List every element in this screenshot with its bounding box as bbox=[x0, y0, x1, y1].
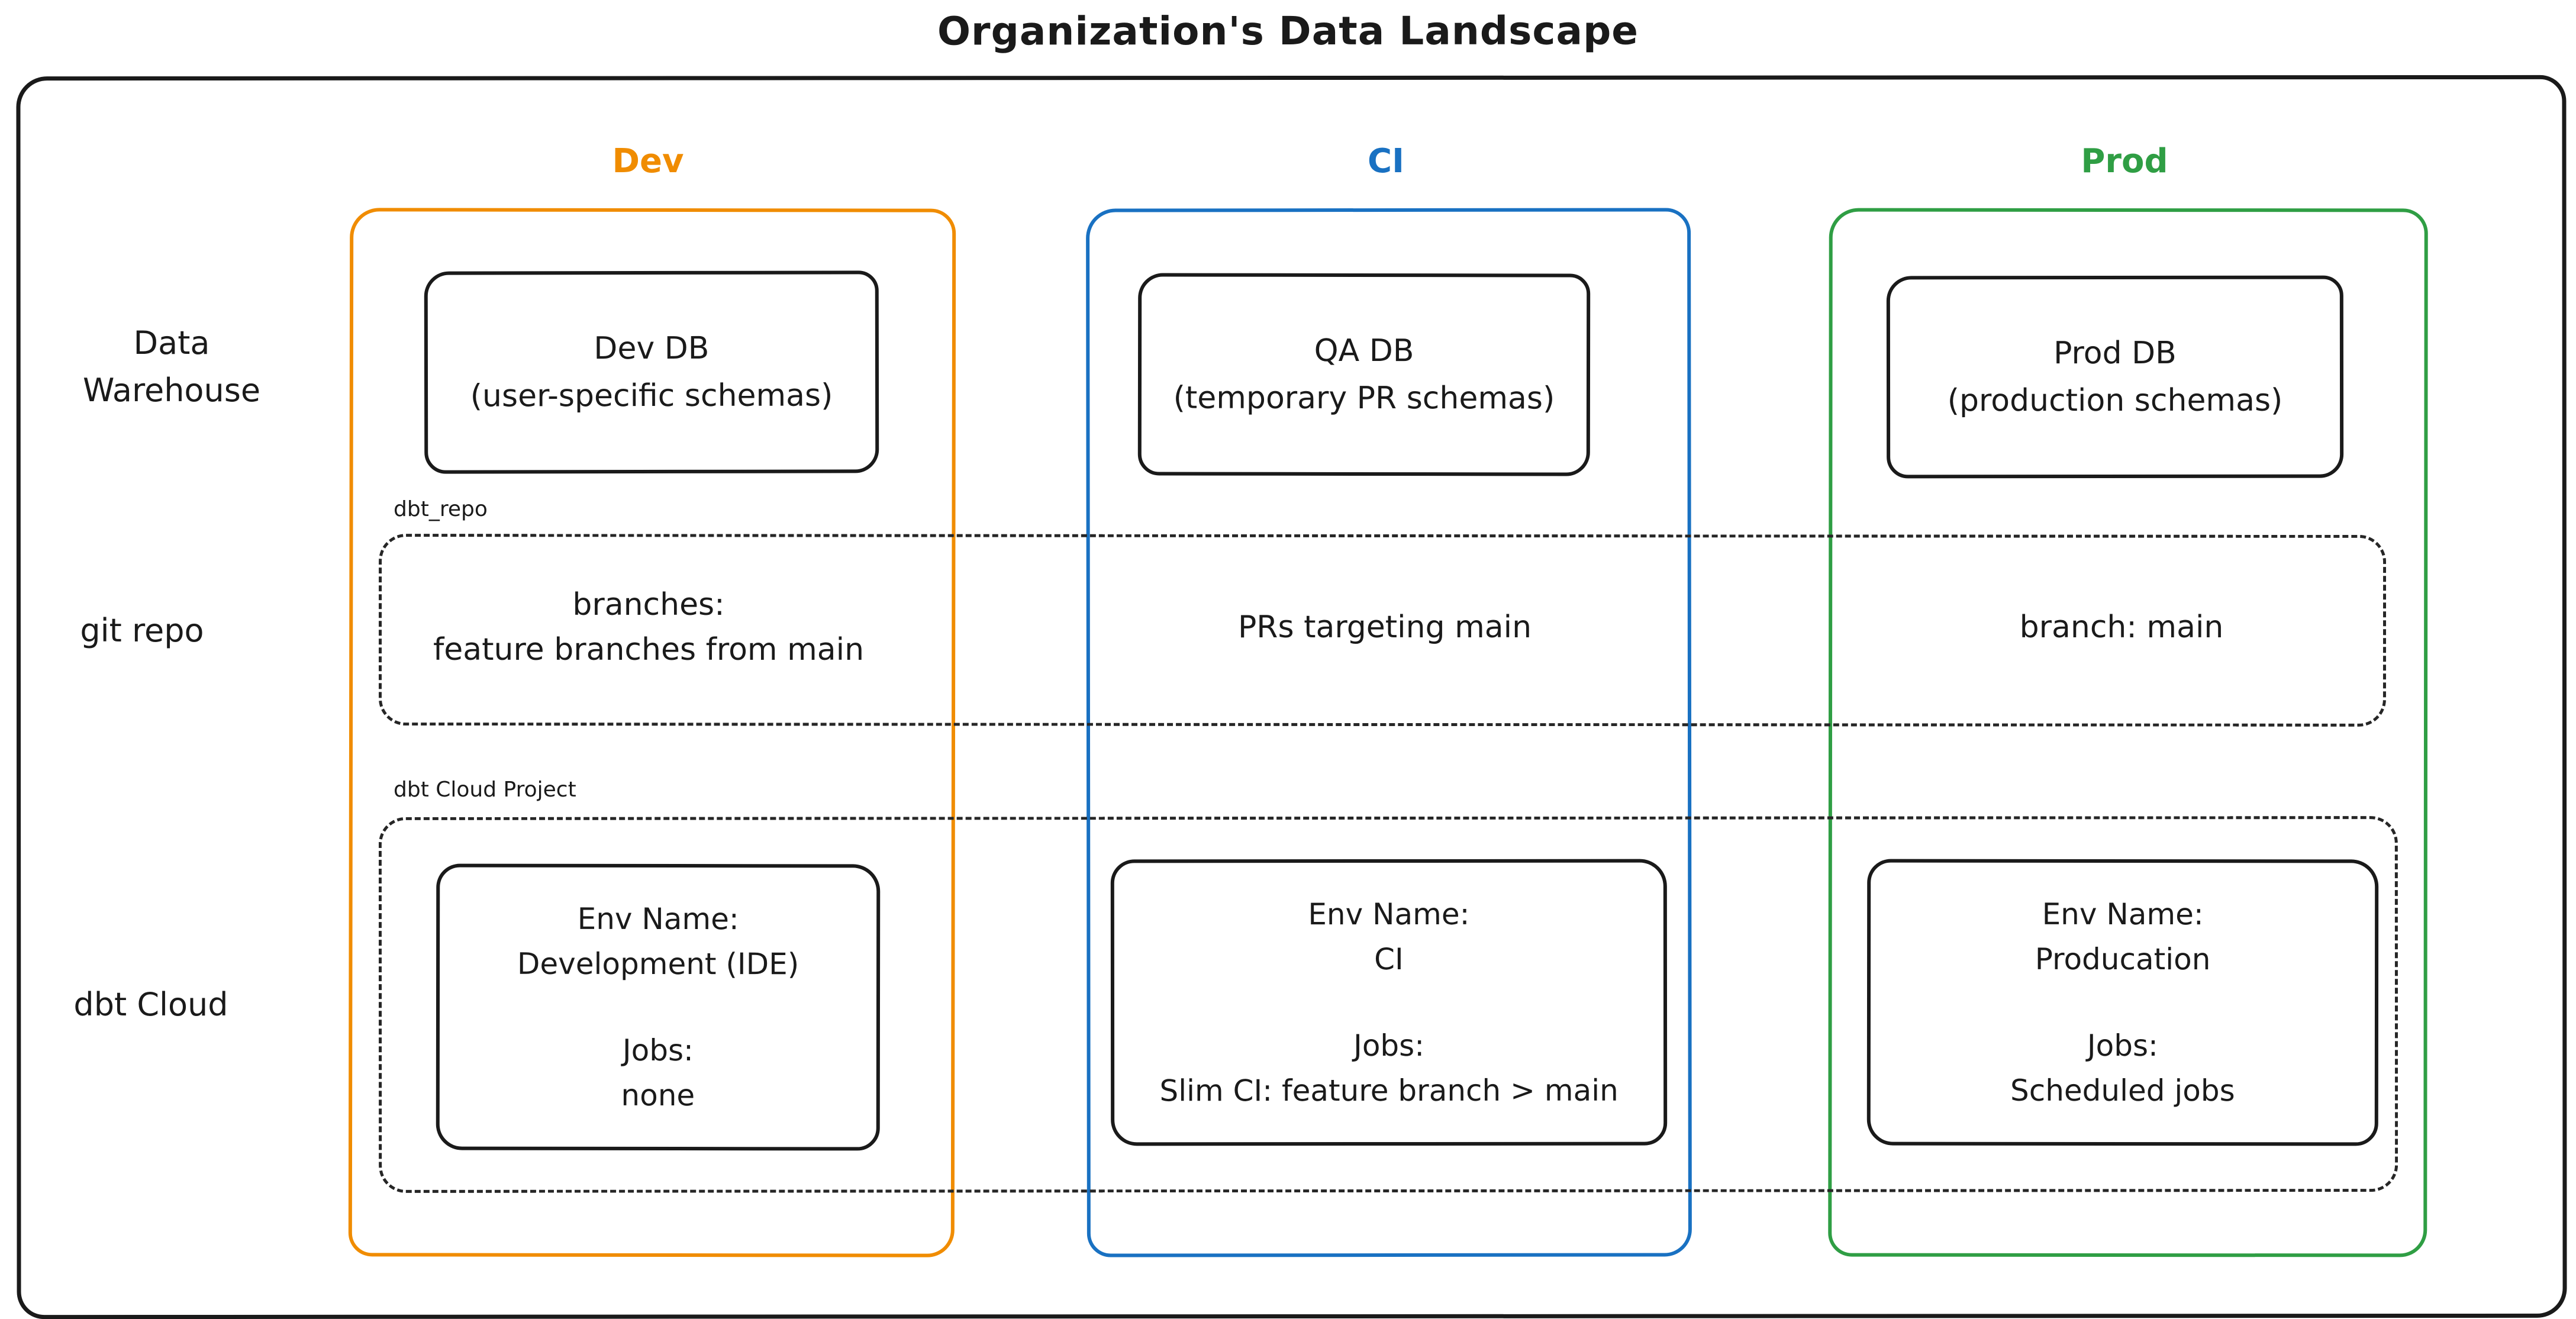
ci-jobs-label: Jobs: bbox=[1353, 1023, 1424, 1068]
git-cell-dev-line2: feature branches from main bbox=[433, 627, 864, 672]
diagram-title: Organization's Data Landscape bbox=[0, 7, 2576, 55]
ci-env-name-label: Env Name: bbox=[1308, 892, 1469, 937]
dev-jobs-value: none bbox=[621, 1073, 695, 1118]
row-label-data-warehouse-line2: Warehouse bbox=[62, 367, 281, 414]
git-repo-box-label: dbt_repo bbox=[394, 497, 488, 521]
row-label-dbt-cloud: dbt Cloud bbox=[53, 981, 249, 1028]
dev-env-name-value: Development (IDE) bbox=[517, 941, 799, 987]
dev-jobs-label: Jobs: bbox=[623, 1028, 694, 1073]
prod-jobs-value: Scheduled jobs bbox=[2010, 1068, 2235, 1113]
row-label-git-repo: git repo bbox=[50, 607, 234, 654]
git-cell-prod-line1: branch: main bbox=[2020, 605, 2224, 650]
column-header-dev: Dev bbox=[524, 142, 772, 180]
prod-db-title: Prod DB bbox=[2053, 330, 2177, 377]
column-header-prod: Prod bbox=[2000, 142, 2249, 180]
row-label-data-warehouse: Data Warehouse bbox=[62, 320, 281, 414]
column-header-ci: CI bbox=[1262, 142, 1510, 180]
prod-db-subtitle: (production schemas) bbox=[1948, 377, 2283, 425]
prod-jobs-label: Jobs: bbox=[2087, 1023, 2158, 1068]
dev-db-title: Dev DB bbox=[594, 325, 709, 372]
qa-db-subtitle: (temporary PR schemas) bbox=[1173, 375, 1555, 423]
git-cell-dev-line1: branches: bbox=[572, 582, 724, 627]
prod-environment-box: Env Name: Producation Jobs: Scheduled jo… bbox=[1867, 859, 2379, 1146]
git-cell-ci: PRs targeting main bbox=[1101, 534, 1669, 720]
qa-db-title: QA DB bbox=[1314, 327, 1414, 375]
git-cell-dev: branches: feature branches from main bbox=[364, 534, 933, 720]
row-label-data-warehouse-line1: Data bbox=[62, 320, 281, 367]
dev-db-subtitle: (user-specific schemas) bbox=[470, 372, 833, 420]
prod-env-name-label: Env Name: bbox=[2042, 892, 2204, 937]
ci-environment-box: Env Name: CI Jobs: Slim CI: feature bran… bbox=[1111, 859, 1667, 1146]
dev-env-name-label: Env Name: bbox=[578, 896, 739, 941]
dev-db-box: Dev DB (user-specific schemas) bbox=[424, 270, 879, 473]
ci-env-name-value: CI bbox=[1374, 937, 1404, 982]
git-cell-ci-line1: PRs targeting main bbox=[1238, 605, 1532, 650]
dev-environment-box: Env Name: Development (IDE) Jobs: none bbox=[436, 864, 881, 1151]
prod-db-box: Prod DB (production schemas) bbox=[1887, 276, 2343, 479]
ci-jobs-value: Slim CI: feature branch > main bbox=[1159, 1068, 1618, 1114]
git-cell-prod: branch: main bbox=[1837, 534, 2406, 720]
prod-env-name-value: Producation bbox=[2035, 937, 2211, 982]
qa-db-box: QA DB (temporary PR schemas) bbox=[1138, 273, 1590, 476]
dbt-cloud-project-box-label: dbt Cloud Project bbox=[394, 778, 576, 802]
